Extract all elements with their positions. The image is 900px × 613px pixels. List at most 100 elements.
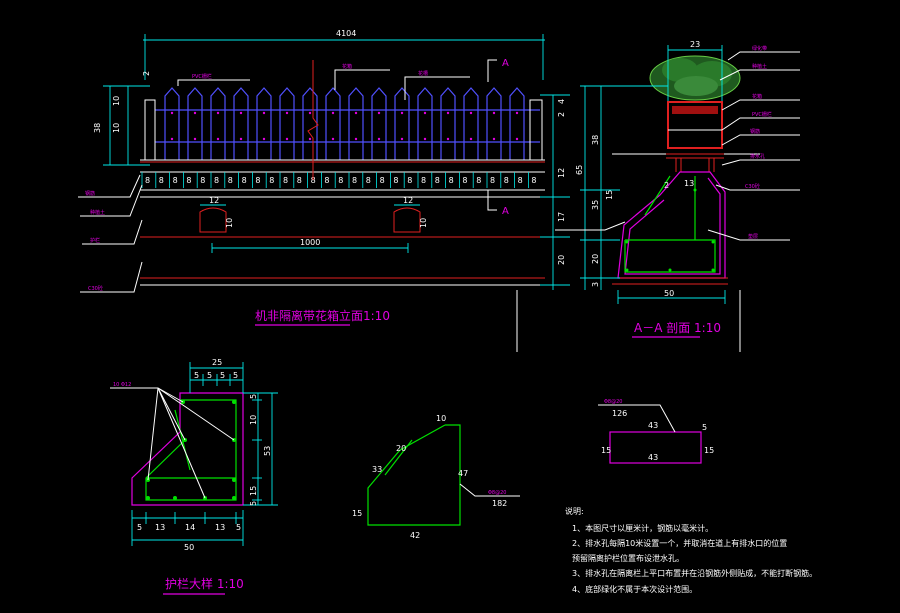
- tick-label-24: 8: [476, 176, 481, 185]
- svg-text:15: 15: [249, 486, 258, 496]
- tick-label-13: 8: [324, 176, 329, 185]
- tick-label-4: 8: [200, 176, 205, 185]
- tick-label-5: 8: [214, 176, 219, 185]
- svg-text:20: 20: [396, 444, 406, 453]
- tick-label-10: 8: [283, 176, 288, 185]
- svg-text:12: 12: [209, 196, 219, 205]
- svg-text:10: 10: [112, 96, 121, 106]
- svg-text:种植土: 种植土: [90, 209, 105, 216]
- svg-text:47: 47: [458, 469, 468, 478]
- svg-text:42: 42: [410, 531, 420, 540]
- svg-text:50: 50: [184, 543, 194, 552]
- note-2: 2、排水孔每隔10米设置一个，并取消在道上有排水口的位置: [572, 538, 787, 548]
- fence-picket-11: [417, 87, 433, 160]
- svg-text:50: 50: [664, 289, 674, 298]
- svg-text:65: 65: [575, 165, 584, 175]
- svg-text:35: 35: [591, 200, 600, 210]
- stirrup-view: Φ8@20 126 43 43 15 15 5: [598, 399, 714, 464]
- svg-text:钢筋: 钢筋: [750, 128, 760, 135]
- svg-text:2: 2: [664, 181, 669, 190]
- svg-text:10: 10: [436, 414, 446, 423]
- fence-picket-0: [164, 87, 180, 160]
- svg-text:花箱: 花箱: [752, 93, 762, 100]
- svg-text:5: 5: [249, 501, 258, 506]
- svg-text:14: 14: [185, 523, 195, 532]
- svg-text:C30砼: C30砼: [745, 183, 760, 190]
- svg-text:5: 5: [194, 371, 199, 380]
- span-dim-text: 1000: [300, 238, 320, 247]
- tick-label-21: 8: [435, 176, 440, 185]
- fence-picket-5: [279, 87, 295, 160]
- fence-picket-8: [348, 87, 364, 160]
- fence-picket-15: [509, 87, 525, 160]
- svg-text:15: 15: [352, 509, 362, 518]
- svg-text:20: 20: [591, 254, 600, 264]
- svg-text:3: 3: [591, 282, 600, 287]
- tick-label-0: 8: [145, 176, 150, 185]
- svg-text:Φ8@20: Φ8@20: [604, 399, 622, 405]
- tick-label-20: 8: [421, 176, 426, 185]
- svg-text:43: 43: [648, 453, 658, 462]
- fence-picket-2: [210, 87, 226, 160]
- svg-text:13: 13: [684, 179, 694, 188]
- tick-label-3: 8: [186, 176, 191, 185]
- svg-text:PVC栅栏: PVC栅栏: [752, 111, 772, 118]
- tick-label-6: 8: [228, 176, 233, 185]
- svg-text:5: 5: [220, 371, 225, 380]
- svg-text:23: 23: [690, 40, 700, 49]
- svg-text:PVC栅栏: PVC栅栏: [192, 73, 212, 80]
- fence-picket-12: [440, 87, 456, 160]
- section-mark-top: A: [502, 58, 509, 69]
- svg-text:4: 4: [557, 99, 566, 104]
- svg-text:15: 15: [704, 446, 714, 455]
- stirrup-shape: [609, 431, 702, 464]
- svg-text:13: 13: [155, 523, 165, 532]
- svg-text:10: 10: [249, 415, 258, 425]
- pvc-fence: [144, 87, 543, 161]
- tick-label-28: 8: [531, 176, 536, 185]
- svg-text:38: 38: [591, 135, 600, 145]
- fence-post-right: [529, 99, 543, 161]
- svg-text:15: 15: [601, 446, 611, 455]
- svg-text:126: 126: [612, 409, 627, 418]
- fence-picket-14: [486, 87, 502, 160]
- tick-label-14: 8: [338, 176, 343, 185]
- note-3: 3、排水孔在隔离栏上平口布置并在沿钢筋外侧贴成，不能打断钢筋。: [572, 568, 817, 578]
- fence-picket-10: [394, 87, 410, 160]
- svg-text:2: 2: [557, 112, 566, 117]
- svg-text:53: 53: [263, 446, 272, 456]
- svg-text:花槽: 花槽: [418, 70, 428, 77]
- tick-label-9: 8: [269, 176, 274, 185]
- break-line: [307, 60, 319, 180]
- fence-picket-7: [325, 87, 341, 160]
- section-mark-bottom: A: [502, 206, 509, 217]
- tick-label-27: 8: [518, 176, 523, 185]
- note-4: 4、底部绿化不属于本次设计范围。: [572, 584, 697, 594]
- bar-shape-view: 10 20 33 47 42 15 Φ8@20 182: [352, 414, 520, 540]
- svg-text:Φ8@20: Φ8@20: [488, 490, 506, 496]
- svg-text:10: 10: [225, 218, 234, 228]
- fence-picket-1: [187, 87, 203, 160]
- svg-text:绿化带: 绿化带: [752, 45, 767, 52]
- tick-label-22: 8: [449, 176, 454, 185]
- tick-label-26: 8: [504, 176, 509, 185]
- svg-text:花箱: 花箱: [342, 63, 352, 70]
- tick-label-19: 8: [407, 176, 412, 185]
- tick-label-16: 8: [366, 176, 371, 185]
- svg-text:钢筋: 钢筋: [85, 190, 95, 197]
- svg-text:13: 13: [215, 523, 225, 532]
- tick-label-7: 8: [242, 176, 247, 185]
- tick-label-8: 8: [255, 176, 260, 185]
- svg-text:43: 43: [648, 421, 658, 430]
- svg-text:5: 5: [137, 523, 142, 532]
- svg-text:种植土: 种植土: [752, 63, 767, 70]
- svg-text:12: 12: [557, 168, 566, 178]
- svg-text:5: 5: [702, 423, 707, 432]
- svg-text:25: 25: [212, 358, 222, 367]
- svg-text:排水孔: 排水孔: [750, 153, 765, 160]
- elevation-title: 机非隔离带花箱立面1:10: [255, 308, 390, 323]
- svg-text:C30砼: C30砼: [88, 285, 103, 292]
- overall-dim-text: 4104: [336, 29, 356, 38]
- svg-text:2: 2: [142, 71, 151, 76]
